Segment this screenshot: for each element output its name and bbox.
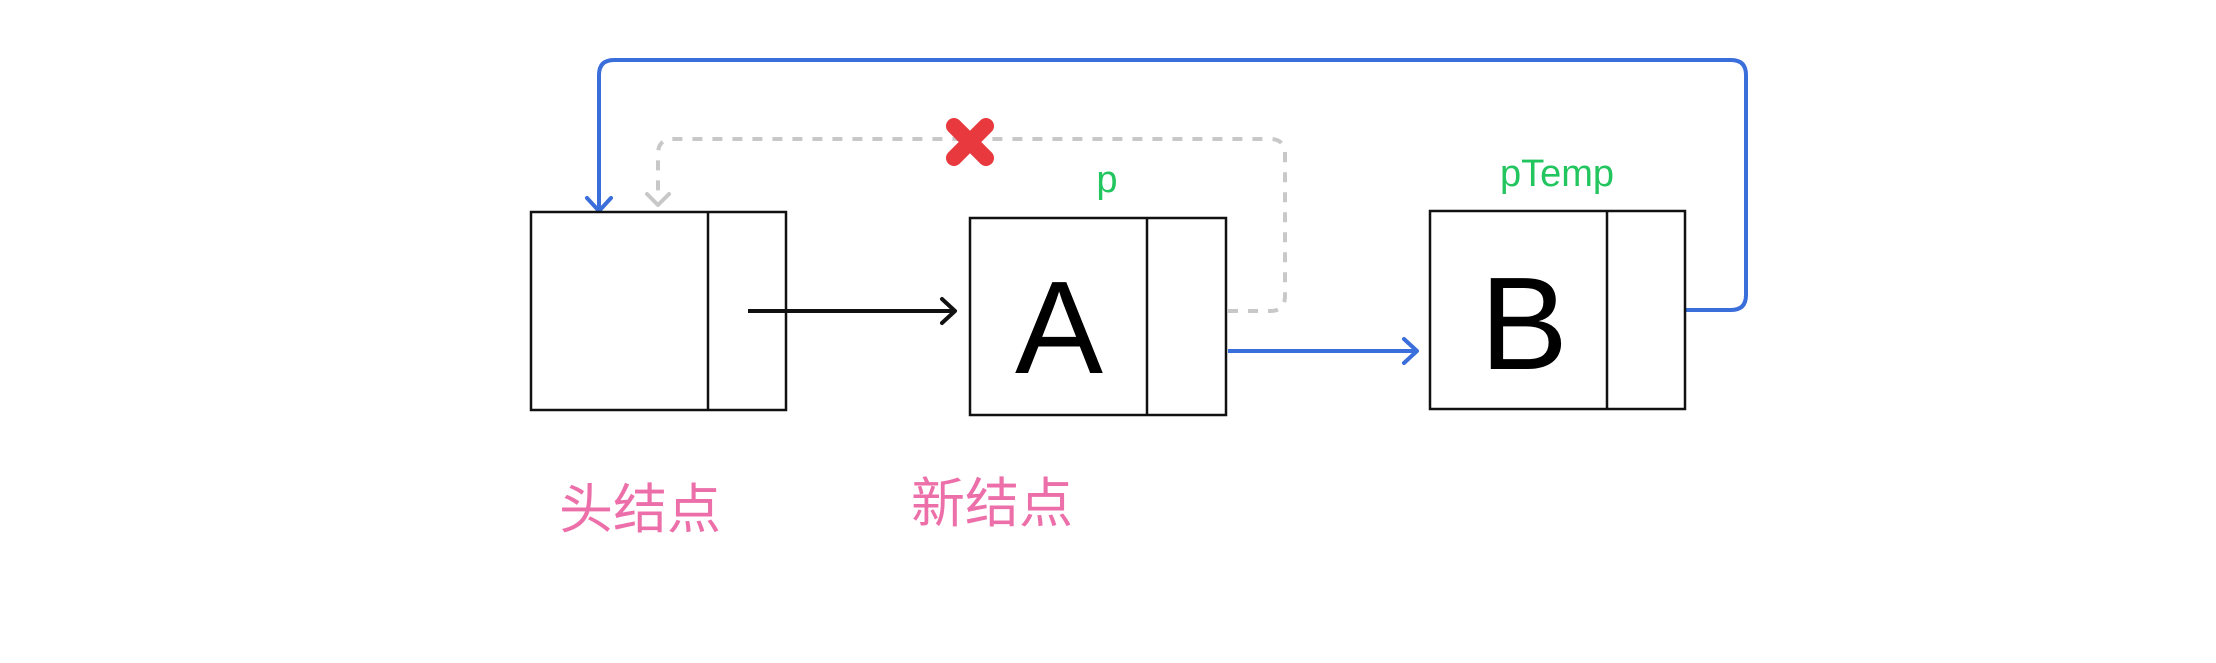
node-head [529, 210, 788, 412]
arrowhead-head-to-new [940, 297, 957, 325]
node-next-value: B [1480, 250, 1568, 397]
node-new-value: A [1015, 254, 1103, 401]
edge-next-to-head [597, 58, 1748, 312]
node-new-box [968, 216, 1228, 417]
removed-link-cross-icon [946, 118, 994, 166]
edge-new-to-head-removed [656, 137, 1287, 313]
caption-head-node: 头结点 [559, 478, 721, 541]
pointer-label-p: p [1096, 159, 1117, 201]
node-new: A [968, 216, 1228, 417]
pointer-label-ptemp: pTemp [1500, 153, 1614, 195]
node-next-box [1428, 209, 1687, 411]
node-next: B [1428, 209, 1687, 411]
arrowhead-new-to-head-removed [645, 192, 671, 207]
node-head-box [529, 210, 788, 412]
arrowhead-new-to-next [1402, 337, 1419, 365]
cross-stroke-2 [946, 118, 994, 166]
caption-new-node: 新结点 [911, 472, 1073, 535]
